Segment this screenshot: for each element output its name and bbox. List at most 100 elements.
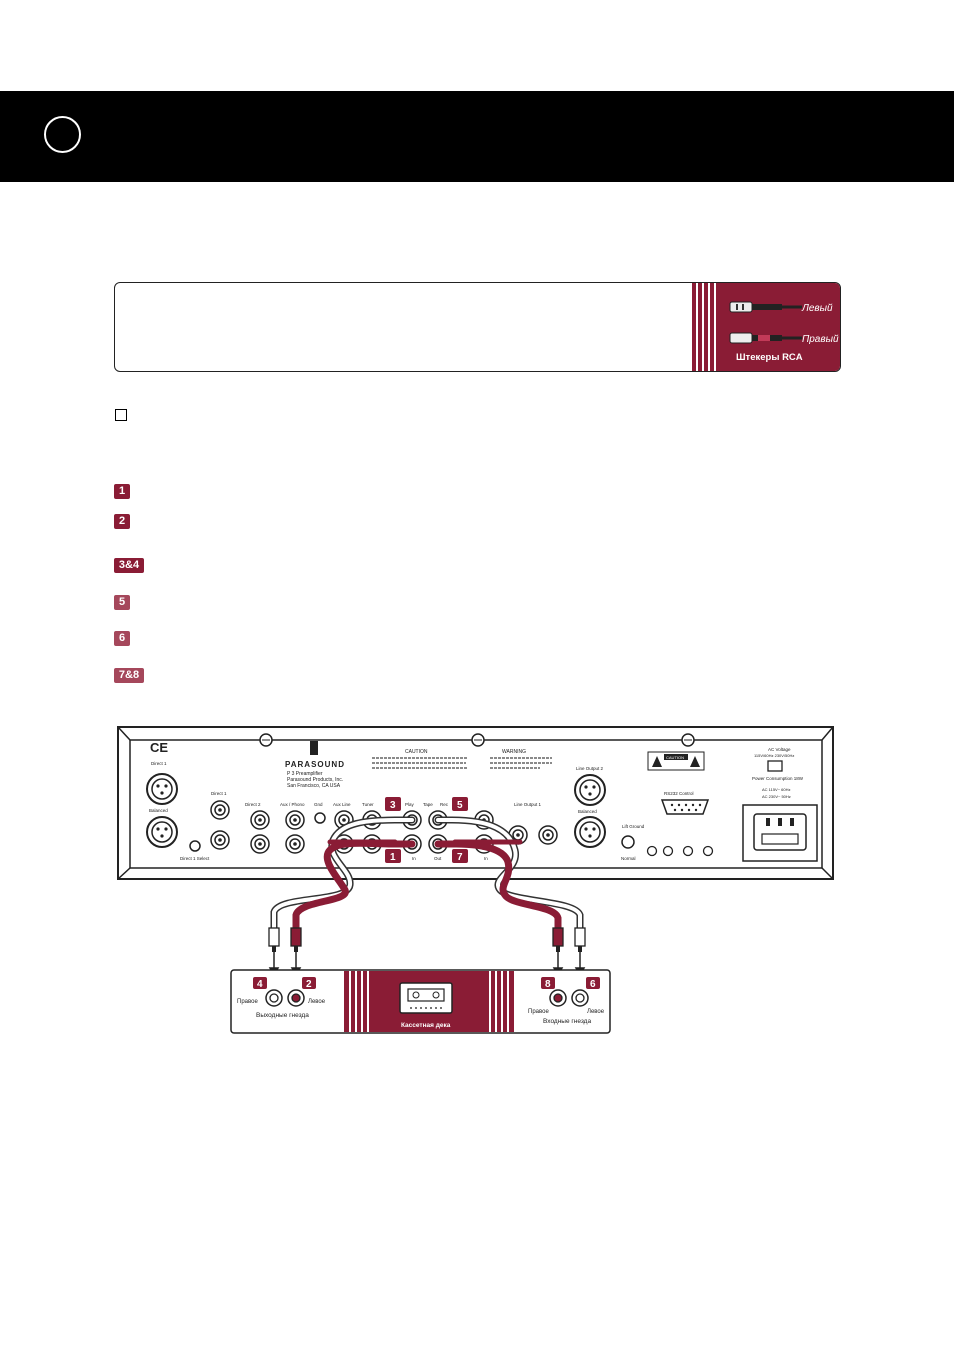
section-circle-icon: [44, 116, 81, 153]
parasound-logo-icon: [310, 741, 318, 755]
direct1-select-switch[interactable]: [189, 840, 201, 852]
panel-callouts: 3 5 1 7: [385, 797, 468, 863]
out-label: Out: [434, 856, 442, 861]
direct1-select-label: Direct 1 Select: [180, 856, 210, 861]
gnd-label: Gnd: [314, 802, 323, 807]
input-left-label: Левое: [587, 1009, 605, 1015]
callout-5-text: 5: [457, 800, 463, 811]
aux-line-label: Aux Line: [333, 802, 351, 807]
badge-2: [302, 977, 316, 989]
rca-plug-heads: [268, 927, 586, 952]
rca-jack[interactable]: [285, 810, 305, 830]
rca-plugs-icon: [729, 301, 802, 344]
deck-title: Кассетная дека: [401, 1022, 451, 1029]
step-badge-5: 5: [114, 595, 130, 610]
brand-name: PARASOUND: [285, 760, 345, 769]
badge-8-text: 8: [545, 979, 551, 990]
plug-right-label: Правый: [802, 334, 839, 345]
aux-phono-label: Aux / Phono: [280, 802, 305, 807]
ac230-label: AC 230V~ 50Hz: [762, 794, 791, 799]
badge-2-text: 2: [306, 979, 312, 990]
callout-5-badge: [452, 797, 468, 811]
step-badge-2: 2: [114, 514, 130, 529]
callout-3-badge: [385, 797, 401, 811]
badge-6-text: 6: [590, 979, 596, 990]
fuse-holder-icon: [761, 833, 799, 845]
checkbox[interactable]: [115, 409, 127, 421]
direct-input-label: Direct 1: [211, 791, 227, 796]
input-right-label: Правое: [528, 1009, 549, 1015]
rs232-label: RS232 Control: [664, 791, 694, 796]
in-label-2: In: [484, 856, 488, 861]
rca-plugs-panel: Левый Правый Штекеры RCA: [692, 283, 840, 371]
ce-mark: CE: [150, 740, 168, 755]
ground-screw-icon[interactable]: [314, 812, 326, 824]
rca-jack[interactable]: [538, 825, 558, 845]
voltage-options-label: 115V/60Hz 230V/50Hz: [754, 753, 794, 758]
normal-label: Normal: [621, 856, 636, 861]
warning-title: WARNING: [502, 749, 526, 755]
outputs-label: Выходные гнезда: [256, 1012, 309, 1019]
callout-1-text: 1: [390, 852, 396, 863]
direct1-label: Direct 1: [151, 761, 167, 766]
balanced-label-2: Balanced: [578, 809, 597, 814]
cassette-deck: Кассетная дека 4 2 Правое Левое Выходные…: [230, 969, 611, 1034]
callout-7-badge: [452, 849, 468, 863]
cassette-icon: [399, 982, 453, 1014]
trigger-jacks[interactable]: [646, 845, 714, 857]
model-name: P 3 Preamplifier: [287, 771, 323, 777]
warning-text-lines: [490, 757, 552, 769]
rca-jack[interactable]: [210, 800, 230, 820]
rca-plugs-caption: Штекеры RCA: [736, 352, 803, 363]
lift-ground-label: Lift Ground: [622, 824, 645, 829]
warning-triangle-icon: [652, 756, 700, 767]
caution-title: CAUTION: [405, 749, 428, 755]
badge-6: [586, 977, 600, 989]
company-city: San Francisco, CA USA: [287, 783, 341, 789]
callout-1-badge: [385, 849, 401, 863]
tape-label: Tape: [423, 802, 433, 807]
rca-jack[interactable]: [250, 834, 270, 854]
power-consumption-label: Power Consumption 18W: [752, 776, 804, 781]
company-name: Parasound Products, Inc.: [287, 777, 343, 783]
xlr-jack: [146, 773, 178, 805]
xlr-jack: [574, 774, 606, 806]
tuner-label: Tuner: [362, 802, 374, 807]
ac115-label: AC 115V~ 60Hz: [762, 787, 791, 792]
output-left-label: Левое: [308, 999, 326, 1005]
caution-label-box: [647, 751, 705, 771]
balanced-label: Balanced: [149, 808, 168, 813]
line-output1-label: Line Output 1: [514, 802, 542, 807]
lift-ground-switch[interactable]: [621, 835, 635, 849]
step-badge-6: 6: [114, 631, 130, 646]
ac-voltage-label: AC Voltage: [768, 747, 791, 752]
in-label: In: [412, 856, 416, 861]
xlr-jack: [574, 816, 606, 848]
step-badge-7-8: 7&8: [114, 668, 144, 683]
callout-3-text: 3: [390, 800, 396, 811]
header-bar: [0, 91, 954, 182]
step-badge-1: 1: [114, 484, 130, 499]
play-label: Play: [405, 802, 415, 807]
caution-label-text: CAUTION: [666, 755, 684, 760]
direct2-label: Direct 2: [245, 802, 261, 807]
rca-jack[interactable]: [285, 834, 305, 854]
rca-cables: [270, 816, 584, 936]
rca-jack[interactable]: [210, 830, 230, 850]
badge-4: [253, 977, 267, 989]
step-badge-3-4: 3&4: [114, 558, 144, 573]
rec-label: Rec: [440, 802, 449, 807]
voltage-selector-switch[interactable]: [767, 760, 783, 772]
rs232-port-icon[interactable]: [660, 799, 710, 815]
callout-7-text: 7: [457, 852, 463, 863]
note-box: Левый Правый Штекеры RCA: [114, 282, 841, 372]
badge-8: [541, 977, 555, 989]
badge-4-text: 4: [257, 979, 263, 990]
rca-jack[interactable]: [250, 810, 270, 830]
rs232-pins-icon: [670, 803, 702, 812]
output-right-label: Правое: [237, 999, 258, 1005]
xlr-jack: [146, 816, 178, 848]
caution-text-lines: [372, 757, 468, 769]
line-output2-label: Line Output 2: [576, 766, 604, 771]
